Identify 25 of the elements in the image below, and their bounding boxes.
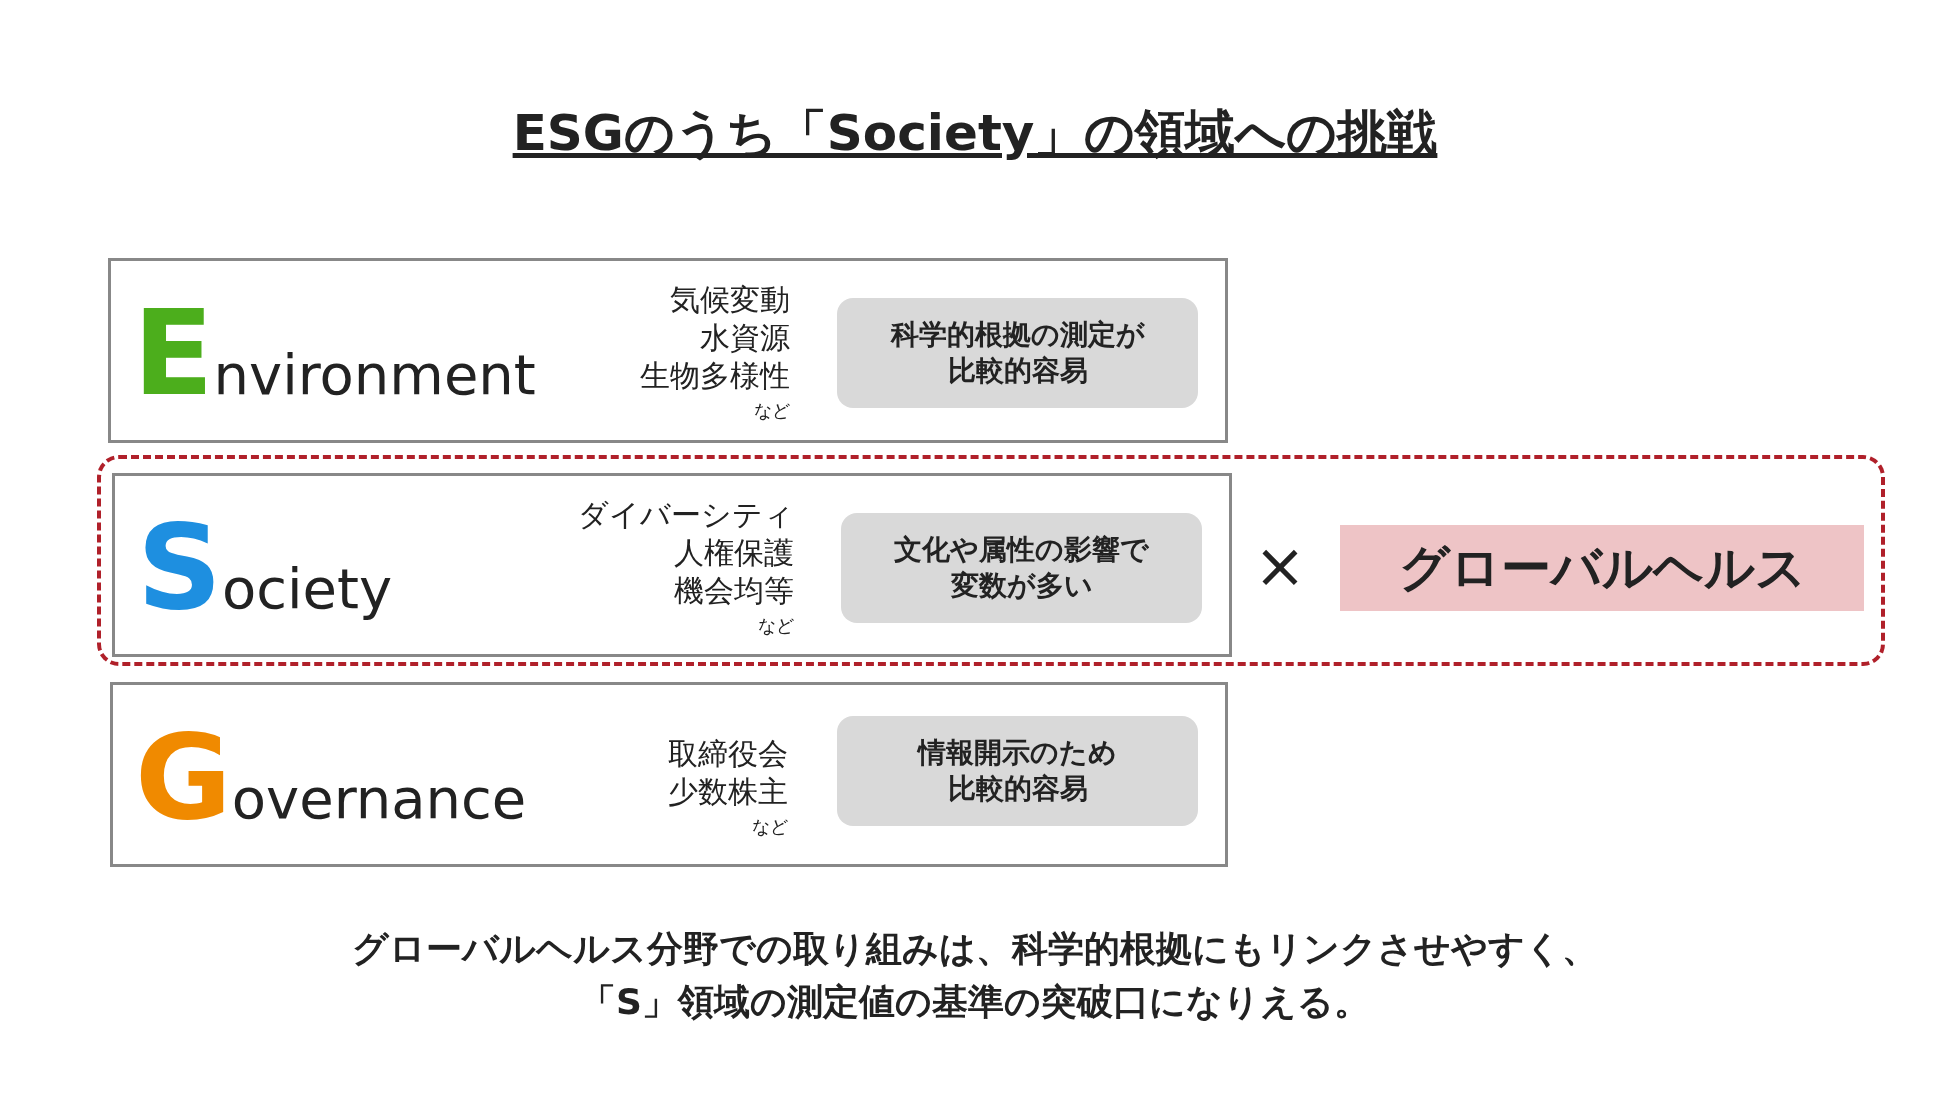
list-item: 人権保護 — [674, 534, 794, 572]
list-item: 取締役会 — [668, 735, 788, 773]
category-box — [112, 473, 1232, 657]
highlight-box: グローバルヘルス — [1340, 525, 1864, 611]
note-text: など — [752, 815, 788, 839]
note-text: など — [758, 614, 794, 638]
category-word: Governance — [135, 718, 527, 836]
list-item: 水資源 — [700, 319, 790, 357]
caption: グローバルヘルス分野での取り組みは、科学的根拠にもリンクさせやすく、「S」領域の測定値の基準の突破口になりえる。 — [351, 927, 1599, 1024]
list-item: 少数株主 — [668, 773, 788, 811]
list-item: 生物多様性 — [640, 357, 790, 395]
feature-box: 文化や属性の影響で変数が多い — [841, 513, 1202, 623]
feature-box: 科学的根拠の測定が比較的容易 — [837, 298, 1198, 408]
title: ESGのうち「Society」の領域への挑戦 — [512, 103, 1438, 164]
list-item: 機会均等 — [674, 572, 794, 610]
dashed-group-box — [97, 455, 1885, 666]
category-word: Environment — [133, 294, 536, 412]
list-item: ダイバーシティ — [578, 496, 794, 534]
category-box — [108, 258, 1228, 443]
multiply-sign: × — [1253, 530, 1307, 602]
feature-box: 情報開示のため比較的容易 — [837, 716, 1198, 826]
note-text: など — [754, 399, 790, 423]
category-word: Society — [137, 508, 393, 626]
list-item: 気候変動 — [670, 281, 790, 319]
category-box — [110, 682, 1228, 867]
